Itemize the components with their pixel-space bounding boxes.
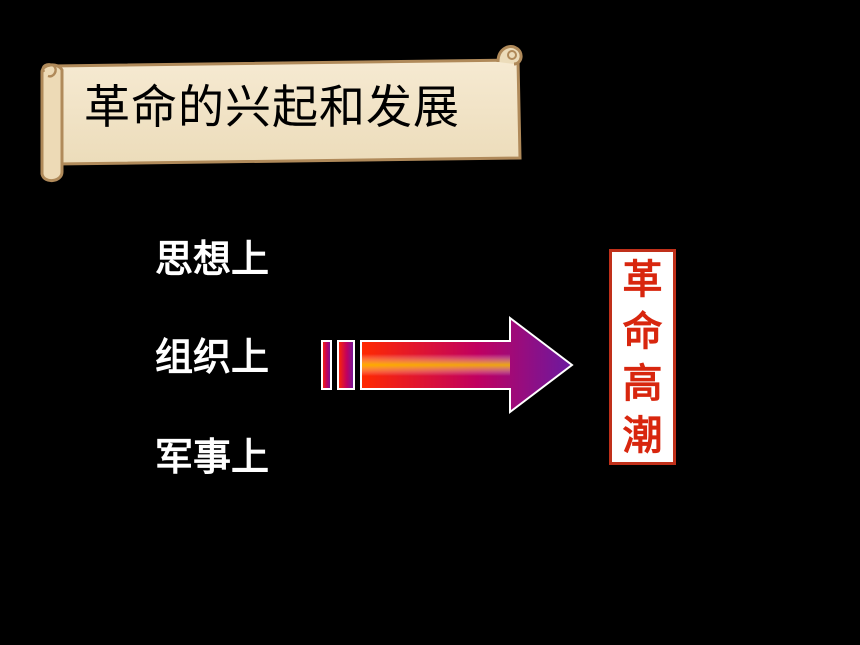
result-char-2: 命 [622, 309, 663, 355]
scroll-graphic [40, 45, 523, 182]
title-scroll-banner: 革命的兴起和发展 [0, 0, 540, 200]
aspect-military: 军事上 [155, 435, 270, 479]
result-char-3: 高 [622, 361, 663, 407]
aspect-organization: 组织上 [155, 335, 270, 379]
result-char-1: 革 [622, 257, 663, 303]
result-char-4: 潮 [622, 413, 663, 459]
arrow-right-icon [321, 315, 574, 415]
arrow-trail-bar-1 [321, 340, 332, 390]
banner-title: 革命的兴起和发展 [84, 80, 460, 134]
aspect-ideology: 思想上 [155, 237, 270, 281]
revolution-climax-box: 革 命 高 潮 [609, 249, 676, 465]
arrow-trail-bar-2 [337, 340, 355, 390]
